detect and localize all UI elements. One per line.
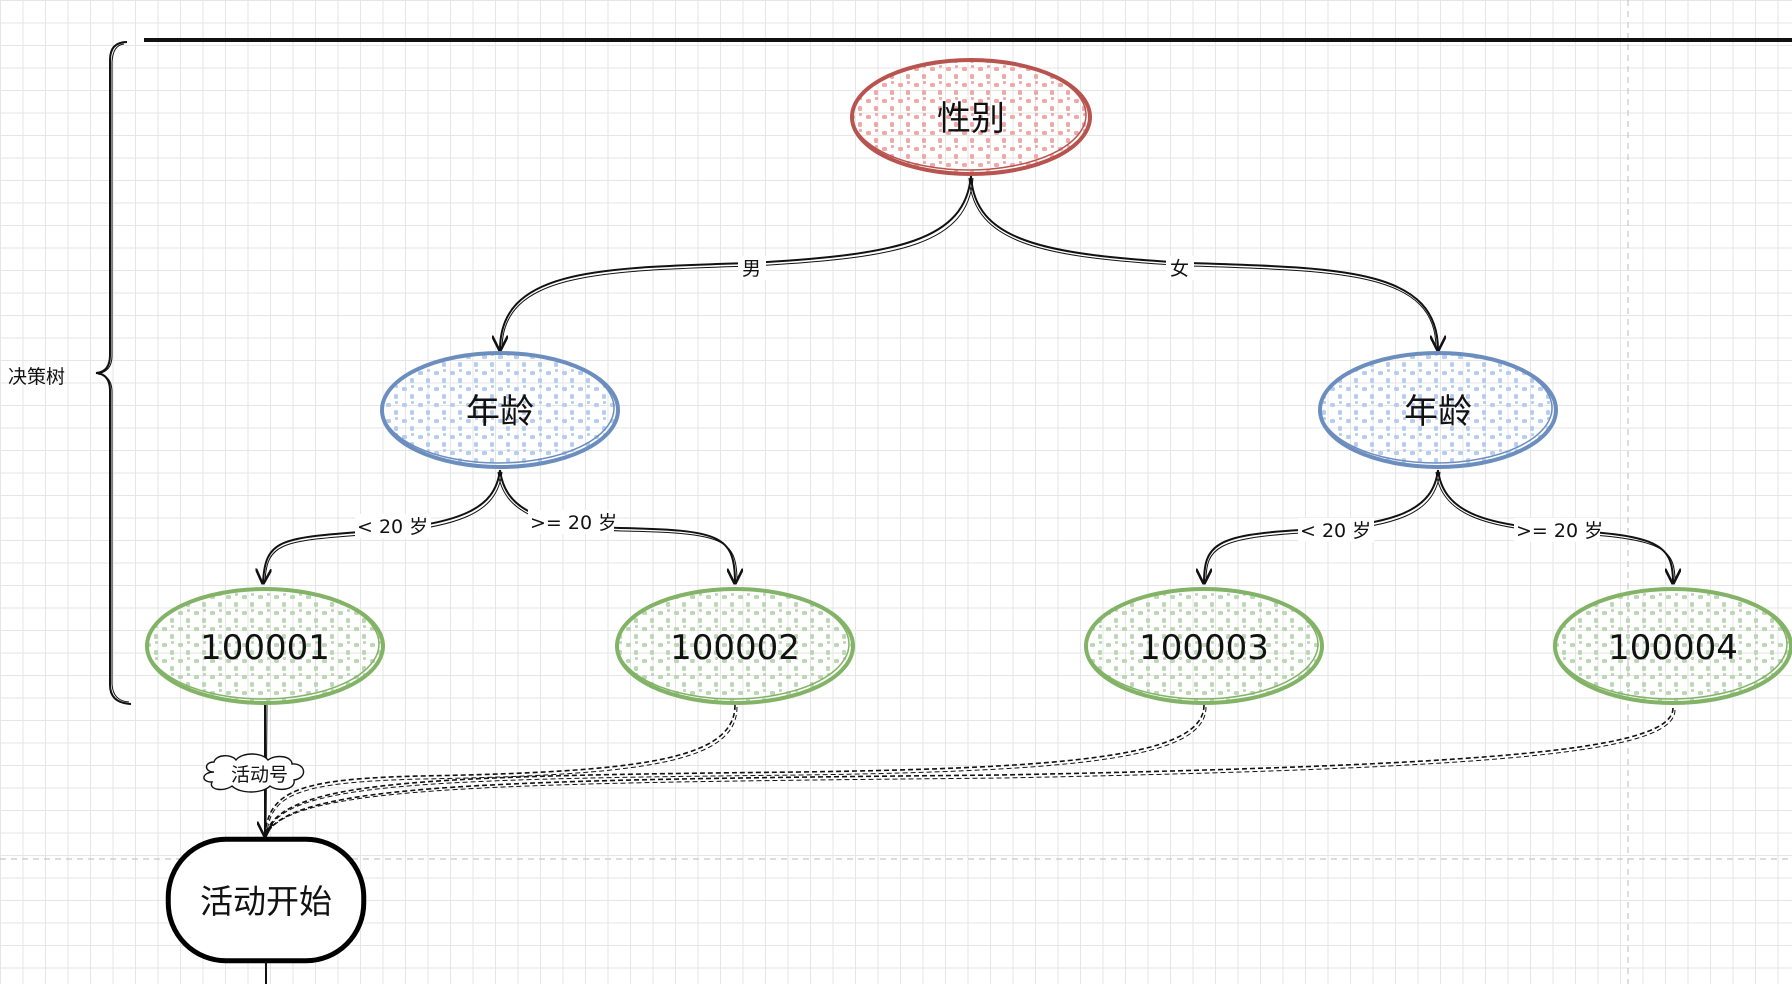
edge-leaf2-start-sketch: [266, 706, 738, 835]
node-age-right[interactable]: 年龄: [1318, 351, 1558, 469]
edge-female[interactable]: [970, 175, 1438, 350]
decision-tree-bracket[interactable]: [95, 41, 132, 705]
decision-tree-bracket-sketch: [97, 43, 130, 703]
node-leaf-100004[interactable]: 100004: [1553, 587, 1792, 705]
activity-id-label: 活动号: [231, 764, 288, 786]
node-gender[interactable]: 性别: [850, 58, 1092, 176]
node-age-left-label: 年龄: [466, 392, 534, 432]
edge-leaf3-start-sketch: [266, 706, 1207, 835]
edge-label-right-lt20: < 20 岁: [1300, 520, 1371, 542]
node-leaf-100002-label: 100002: [670, 628, 800, 668]
edge-label-female: 女: [1170, 258, 1189, 280]
node-leaf-100004-label: 100004: [1608, 628, 1738, 668]
edge-leaf4-start[interactable]: [264, 707, 1674, 837]
node-leaf-100001[interactable]: 100001: [145, 587, 385, 705]
edge-label-right-ge20: >= 20 岁: [1516, 520, 1603, 542]
edge-label-left-ge20: >= 20 岁: [530, 512, 617, 534]
activity-id-cloud[interactable]: 活动号: [203, 753, 305, 793]
edge-leaf2-start[interactable]: [264, 704, 736, 837]
node-leaf-100001-label: 100001: [200, 628, 330, 668]
node-leaf-100003[interactable]: 100003: [1084, 587, 1324, 705]
bracket-label: 决策树: [8, 366, 65, 388]
edge-label-male: 男: [742, 258, 761, 280]
edge-leaf3-start[interactable]: [264, 704, 1205, 837]
node-age-right-label: 年龄: [1404, 392, 1472, 432]
edge-leaf4-start-sketch: [266, 709, 1676, 835]
edge-left-ge20[interactable]: [499, 469, 735, 583]
node-gender-label: 性别: [937, 99, 1005, 139]
node-leaf-100003-label: 100003: [1139, 628, 1269, 668]
node-age-left[interactable]: 年龄: [380, 351, 620, 469]
edge-male[interactable]: [500, 175, 972, 350]
node-activity-start-label: 活动开始: [200, 882, 332, 921]
edge-left-ge20-sketch: [497, 471, 738, 582]
edge-label-left-lt20: < 20 岁: [357, 516, 428, 538]
node-activity-start[interactable]: 活动开始: [165, 836, 367, 964]
node-leaf-100002[interactable]: 100002: [615, 587, 855, 705]
